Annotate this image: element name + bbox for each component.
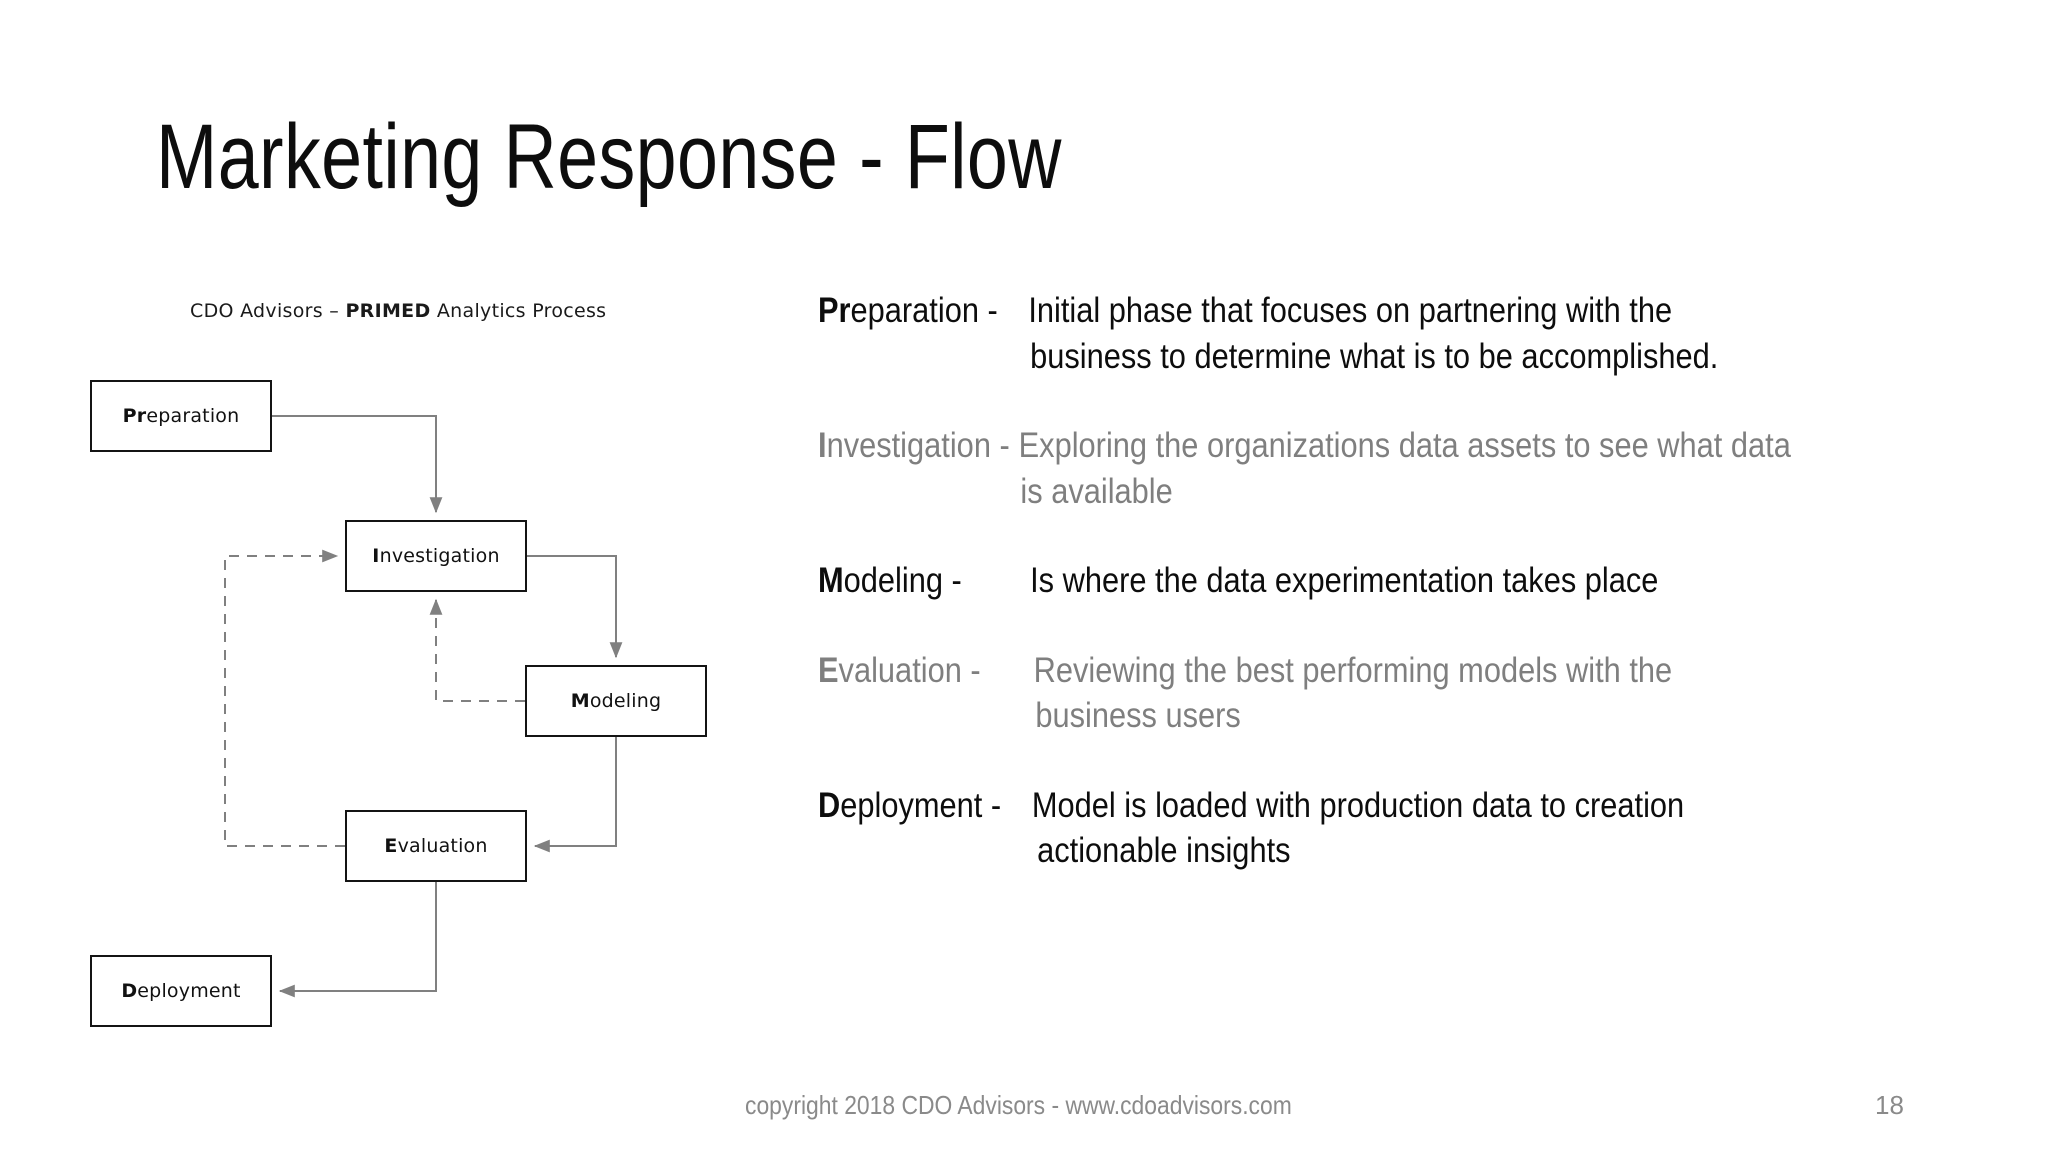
connector-evaluation-to-investigation-feedback	[224, 549, 345, 847]
description-line-1: Exploring the organizations data assets …	[1018, 426, 1791, 465]
description-line-1: Initial phase that focuses on partnering…	[1028, 291, 1673, 330]
diagram-node-modeling-label: Modeling	[570, 690, 662, 712]
description-term-modeling: Modeling -	[818, 561, 962, 600]
footer-copyright: copyright 2018 CDO Advisors - www.cdoadv…	[745, 1090, 1292, 1120]
diagram-node-deployment-label: Deployment	[121, 980, 241, 1002]
description-term-preparation: Preparation -	[818, 291, 998, 330]
connector-investigation-to-modeling	[527, 555, 623, 659]
description-line-2: business users	[1035, 696, 1241, 735]
description-text-investigation: Exploring the organizations data assets …	[1019, 423, 1992, 514]
description-line-1: Model is loaded with production data to …	[1031, 785, 1685, 825]
diagram-node-evaluation-label: Evaluation	[384, 835, 488, 857]
description-line-1: Reviewing the best performing models wit…	[1033, 650, 1673, 690]
connector-modeling-to-investigation-feedback	[429, 598, 525, 702]
description-line-1: Is where the data experimentation takes …	[1030, 561, 1659, 600]
description-text-preparation: Initial phase that focuses on partnering…	[1025, 288, 1992, 379]
description-text-modeling: Is where the data experimentation takes …	[1025, 558, 1992, 604]
primed-process-diagram: CDO Advisors – PRIMED Analytics Process	[60, 280, 760, 1027]
description-text-evaluation: Reviewing the best performing models wit…	[1025, 648, 1992, 739]
diagram-node-deployment[interactable]: Deployment	[90, 955, 272, 1027]
diagram-node-preparation[interactable]: Preparation	[90, 380, 272, 452]
diagram-node-investigation[interactable]: Investigation	[345, 520, 527, 592]
diagram-node-preparation-label: Preparation	[122, 405, 240, 427]
description-row-deployment: Deployment - Model is loaded with produc…	[818, 783, 1991, 874]
diagram-node-evaluation[interactable]: Evaluation	[345, 810, 527, 882]
diagram-node-modeling[interactable]: Modeling	[525, 665, 707, 737]
description-row-investigation: Investigation - Exploring the organizati…	[818, 423, 1991, 514]
primed-description-list: Preparation - Initial phase that focuses…	[818, 288, 1998, 874]
diagram-caption-pre: CDO Advisors –	[190, 300, 346, 322]
description-text-deployment: Model is loaded with production data to …	[1025, 783, 1992, 874]
page-title: Marketing Response - Flow	[156, 106, 1062, 208]
description-line-2: is available	[1020, 471, 1173, 511]
description-row-preparation: Preparation - Initial phase that focuses…	[818, 288, 1991, 379]
footer-page-number: 18	[1875, 1090, 1904, 1120]
diagram-caption-post: Analytics Process	[430, 300, 607, 322]
diagram-connectors	[224, 415, 623, 998]
description-term-evaluation: Evaluation -	[818, 650, 981, 690]
diagram-node-investigation-label: Investigation	[372, 545, 500, 567]
description-term-investigation: Investigation -	[818, 426, 1010, 465]
connector-evaluation-to-deployment	[278, 882, 437, 998]
description-term-deployment: Deployment -	[818, 785, 1002, 825]
diagram-caption: CDO Advisors – PRIMED Analytics Process	[190, 300, 710, 322]
connector-preparation-to-investigation	[272, 415, 443, 514]
description-line-2: business to determine what is to be acco…	[1030, 336, 1719, 376]
description-line-2: actionable insights	[1037, 831, 1291, 870]
description-row-modeling: Modeling - Is where the data experimenta…	[818, 558, 1991, 604]
connector-modeling-to-evaluation	[533, 737, 617, 853]
diagram-caption-bold: PRIMED	[345, 300, 431, 322]
description-row-evaluation: Evaluation - Reviewing the best performi…	[818, 648, 1991, 739]
